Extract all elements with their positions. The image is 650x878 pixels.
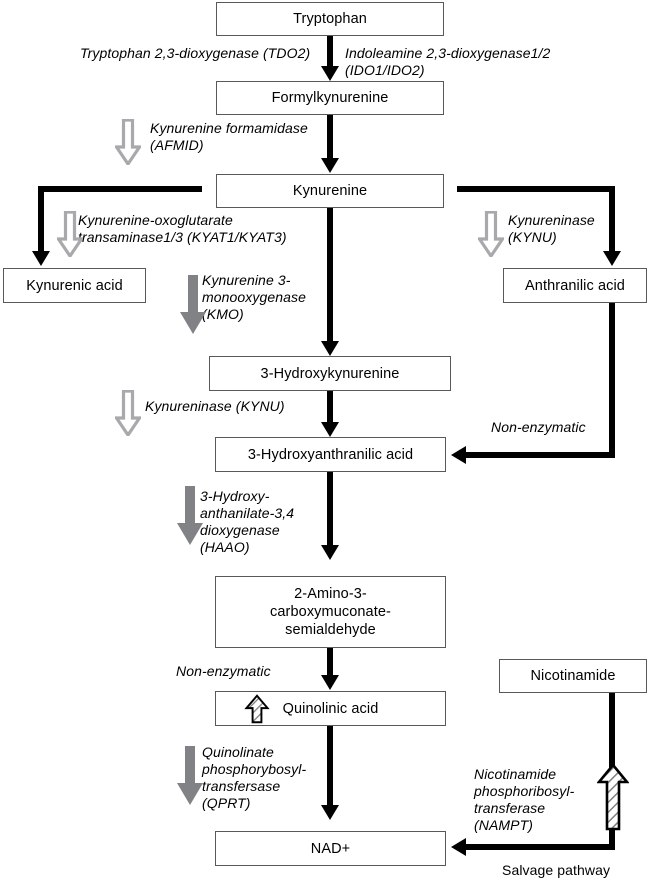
flow-formylkynurenine-to-kynurenine <box>327 115 333 159</box>
node-nad: NAD+ <box>215 831 446 866</box>
node-quinolinic-acid-label: Quinolinic acid <box>282 700 379 717</box>
enzyme-label-qprt: Quinolinate phosphorybosyl- transfersase… <box>202 744 307 811</box>
enzyme-label-kyat: Kynurenine-oxoglutarate transaminase1/3 … <box>78 212 287 245</box>
node-tryptophan: Tryptophan <box>216 2 444 36</box>
nonenzymatic-vertical <box>609 303 615 458</box>
node-3-hydroxyanthranilic-acid-label: 3-Hydroxyanthranilic acid <box>247 446 414 463</box>
node-kynurenic-acid: Kynurenic acid <box>3 268 146 303</box>
node-acms: 2-Amino-3- carboxymuconate- semialdehyde <box>215 576 446 648</box>
node-kynurenine: Kynurenine <box>216 174 444 208</box>
arrowhead-salvage-into-nad <box>451 837 466 856</box>
arrowhead-kynurenine <box>320 158 339 173</box>
flow-acms-to-quinolinic-acid <box>327 648 333 676</box>
arrowhead-acms <box>320 545 339 560</box>
arrow-up-hatched-icon-nampt <box>597 763 629 831</box>
arrow-down-solid-icon-haao <box>175 485 205 547</box>
node-3-hydroxyanthranilic-acid: 3-Hydroxyanthranilic acid <box>215 437 446 472</box>
arrowhead-formylkynurenine <box>320 66 339 81</box>
enzyme-label-afmid: Kynurenine formamidase (AFMID) <box>150 120 308 153</box>
flow-3-hydroxykynurenine-to-3-hydroxyanthranilic <box>327 391 333 423</box>
arrowhead-quinolinic-acid <box>320 675 339 690</box>
node-nicotinamide-label: Nicotinamide <box>530 668 616 684</box>
nonenzymatic-horizontal <box>466 452 615 458</box>
arrowhead-kynurenic-acid <box>31 251 50 266</box>
arrow-down-outline-icon-kynu-mid <box>115 390 141 436</box>
node-3-hydroxykynurenine: 3-Hydroxykynurenine <box>209 356 451 391</box>
enzyme-label-kmo: Kynurenine 3- monooxygenase (KMO) <box>202 272 307 322</box>
node-formylkynurenine: Formylkynurenine <box>216 81 444 115</box>
enzyme-label-haao: 3-Hydroxy- anthanilate-3,4 dioxygenase (… <box>200 488 295 555</box>
arrowhead-3-hydroxykynurenine <box>320 341 339 356</box>
flow-quinolinic-acid-to-nad <box>327 726 333 806</box>
node-acms-line1: 2-Amino-3- <box>294 586 367 602</box>
flow-tryptophan-to-formylkynurenine <box>327 36 333 67</box>
enzyme-label-nampt: Nicotinamide phosphoribosyl- transferase… <box>474 766 575 833</box>
branch-left-vertical <box>38 186 44 252</box>
arrow-up-hatched-icon-quinolinic <box>243 694 271 724</box>
arrowhead-nonenzymatic-into-3-hydroxyanthranilic <box>451 445 466 464</box>
branch-left-horizontal <box>38 186 202 192</box>
arrowhead-nad <box>320 805 339 820</box>
enzyme-label-tdo2: Tryptophan 2,3-dioxygenase (TDO2) <box>80 45 311 61</box>
arrow-down-outline-icon-afmid <box>115 119 141 165</box>
label-non-enzymatic-bottom: Non-enzymatic <box>176 663 271 679</box>
arrow-down-outline-icon-kyat <box>57 211 83 257</box>
arrow-down-solid-icon-qprt <box>175 745 205 807</box>
enzyme-label-kynu-mid: Kynureninase (KYNU) <box>145 398 285 414</box>
arrow-down-solid-icon-kmo <box>178 274 208 336</box>
enzyme-label-ido: Indoleamine 2,3-dioxygenase1/2 (IDO1/IDO… <box>345 45 551 78</box>
node-acms-line2: carboxymuconate- <box>270 604 391 620</box>
enzyme-label-kynu-right: Kynureninase (KYNU) <box>508 212 595 245</box>
node-kynurenine-label: Kynurenine <box>292 183 368 199</box>
branch-right-vertical <box>609 186 615 252</box>
flow-kynurenine-to-3-hydroxykynurenine <box>327 208 333 342</box>
flow-3-hydroxyanthranilic-to-acms <box>327 472 333 546</box>
arrow-down-outline-icon-kynu-right <box>478 211 504 257</box>
arrowhead-anthranilic-acid <box>602 251 621 266</box>
node-acms-line3: semialdehyde <box>285 622 376 638</box>
node-3-hydroxykynurenine-label: 3-Hydroxykynurenine <box>260 365 400 382</box>
node-anthranilic-acid: Anthranilic acid <box>503 268 647 303</box>
node-kynurenic-acid-label: Kynurenic acid <box>26 277 123 294</box>
node-nicotinamide: Nicotinamide <box>499 659 647 693</box>
node-formylkynurenine-label: Formylkynurenine <box>271 90 389 106</box>
node-anthranilic-acid-label: Anthranilic acid <box>525 277 625 294</box>
label-salvage-pathway: Salvage pathway <box>502 862 611 878</box>
label-non-enzymatic-right: Non-enzymatic <box>491 419 586 435</box>
salvage-horizontal <box>466 844 615 850</box>
node-nad-label: NAD+ <box>310 840 351 857</box>
arrowhead-3-hydroxyanthranilic <box>320 422 339 437</box>
branch-right-horizontal <box>457 186 615 192</box>
node-tryptophan-label: Tryptophan <box>293 11 367 27</box>
